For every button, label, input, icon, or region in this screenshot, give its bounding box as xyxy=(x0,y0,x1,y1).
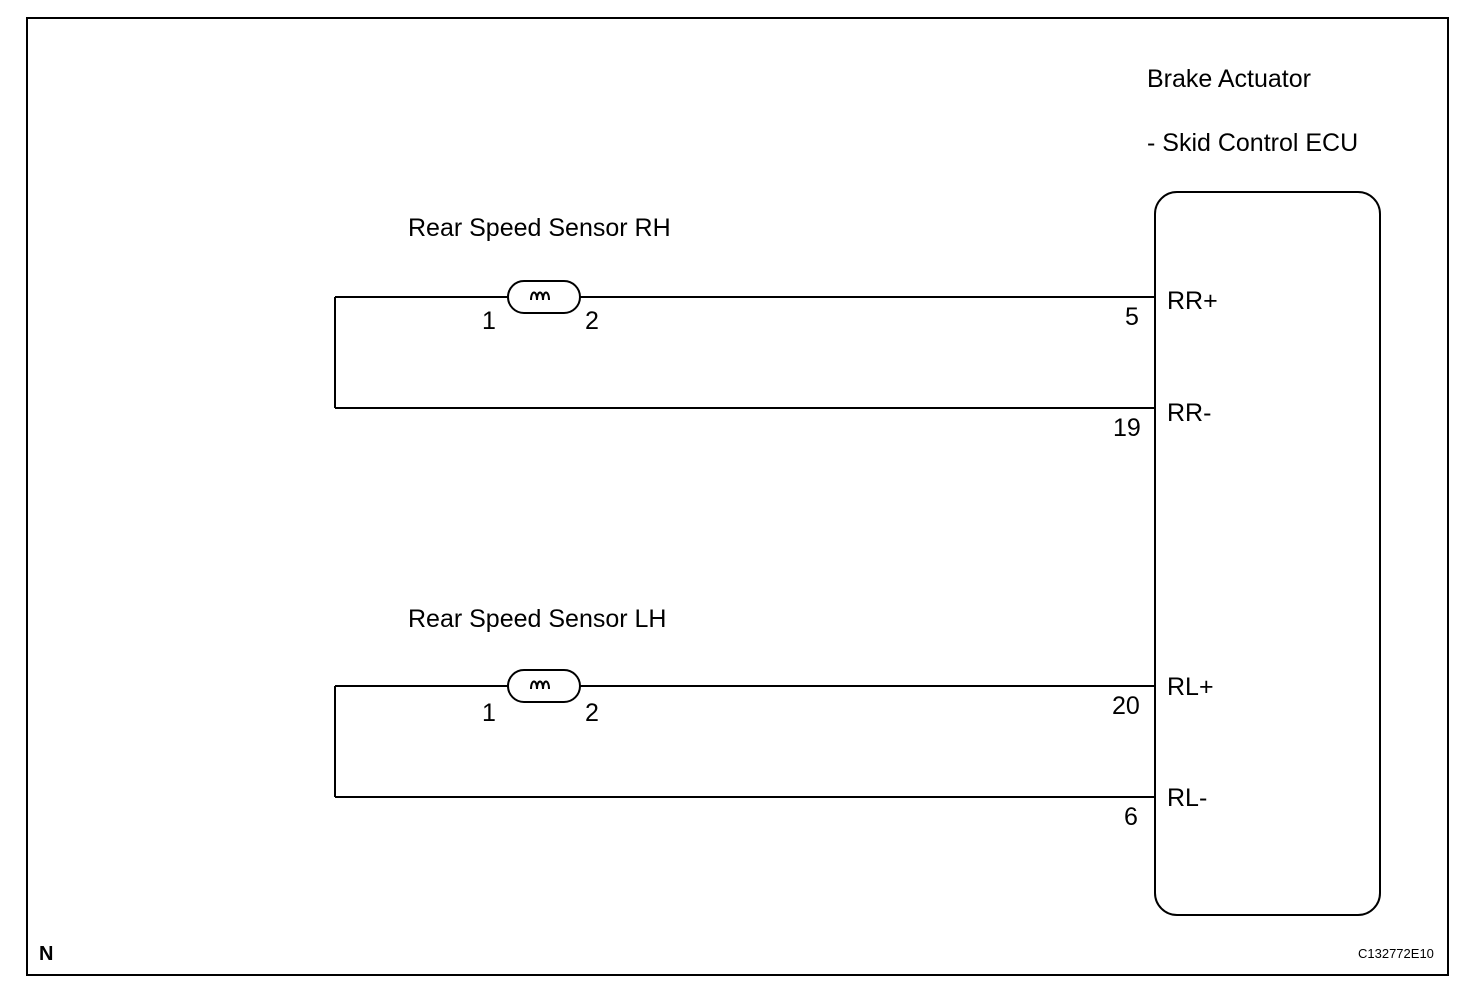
sensor-lh-pin-1: 1 xyxy=(482,699,496,727)
sensor-rh-coil-icon xyxy=(507,280,581,314)
ecu-pin-number-rr-minus: 19 xyxy=(1113,414,1141,442)
ecu-title-line1: Brake Actuator xyxy=(1147,65,1311,93)
sensor-rh-pin-1: 1 xyxy=(482,307,496,335)
ecu-pin-number-rl-minus: 6 xyxy=(1124,803,1138,831)
sensor-lh-label: Rear Speed Sensor LH xyxy=(408,605,666,633)
ecu-terminal-rl-plus: RL+ xyxy=(1167,673,1214,701)
diagram-frame xyxy=(26,17,1449,976)
ecu-terminal-rr-plus: RR+ xyxy=(1167,287,1218,315)
figure-code: C132772E10 xyxy=(1358,946,1434,961)
ecu-box xyxy=(1154,191,1381,916)
ecu-pin-number-rl-plus: 20 xyxy=(1112,692,1140,720)
corner-mark: N xyxy=(39,943,53,965)
sensor-rh-pin-2: 2 xyxy=(585,307,599,335)
ecu-title-line2: - Skid Control ECU xyxy=(1147,129,1358,157)
ecu-terminal-rl-minus: RL- xyxy=(1167,784,1207,812)
ecu-pin-number-rr-plus: 5 xyxy=(1125,303,1139,331)
sensor-lh-coil-icon xyxy=(507,669,581,703)
ecu-terminal-rr-minus: RR- xyxy=(1167,399,1211,427)
sensor-lh-pin-2: 2 xyxy=(585,699,599,727)
sensor-rh-label: Rear Speed Sensor RH xyxy=(408,214,671,242)
